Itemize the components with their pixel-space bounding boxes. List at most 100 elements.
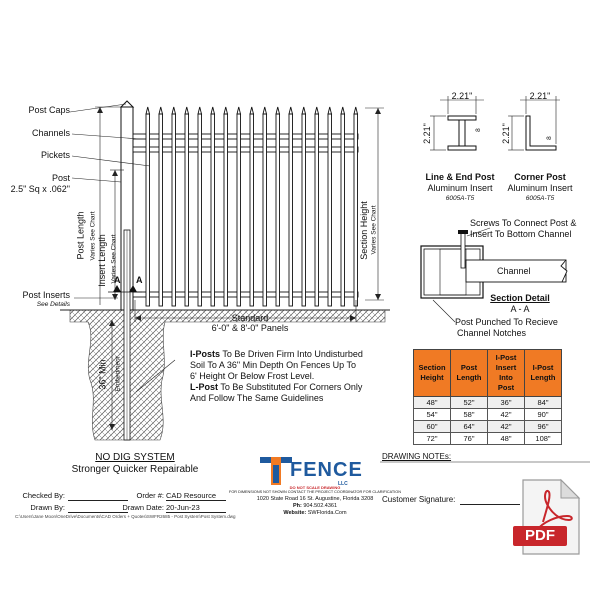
file-path: C:\Users\Jane Moon\OneDrive\Documents\CA… (15, 514, 236, 519)
screws-note: Screws To Connect Post & Insert To Botto… (470, 218, 577, 239)
pdf-download-icon[interactable]: PDF (513, 478, 585, 556)
picket (275, 113, 280, 307)
channel-label: Channel (497, 266, 531, 276)
checked-by-label: Checked By: (22, 491, 65, 500)
dim-ipost-height: 2.21" (421, 123, 432, 144)
drawn-date-label: Drawn Date: (122, 503, 164, 512)
picket-point (223, 106, 229, 115)
picket-point (184, 106, 190, 115)
table-row: 60"64"42"96" (413, 420, 562, 433)
label-post-size: 2.5" Sq x .062" (10, 184, 70, 194)
picket-point (314, 106, 320, 115)
picket (327, 113, 332, 307)
logo-llc: LLC (338, 481, 348, 487)
corner-post-title: Corner Post (514, 172, 566, 182)
picket (249, 113, 254, 307)
label-post-length: Post Length (75, 211, 86, 260)
label-cut-a-right: A (136, 275, 143, 285)
chart-header-ipost-length: I-Post Length (524, 349, 562, 397)
picket-point (353, 106, 359, 115)
picket (340, 113, 345, 307)
section-detail-title: Section Detail (490, 293, 550, 303)
picket-point (327, 106, 333, 115)
picket-point (288, 106, 294, 115)
table-row: 54"58"42"90" (413, 408, 562, 421)
dim-ipost-width: 2.21" (451, 91, 473, 101)
label-post: Post (51, 173, 70, 183)
picket (301, 113, 306, 307)
label-insert-length: Insert Length (96, 234, 107, 287)
picket-point (262, 106, 268, 115)
pickets (145, 106, 359, 307)
picket-point (249, 106, 255, 115)
label-embed: 36" Min (97, 359, 108, 390)
drawing-notes-label: DRAWING NOTEs: (382, 452, 452, 461)
logo-mark-icon (260, 457, 292, 485)
disclaimer: DO NOT SCALE DRAWING (289, 485, 341, 490)
picket (288, 113, 293, 307)
picket (197, 113, 202, 307)
picket-point (145, 106, 151, 115)
label-post-caps: Post Caps (28, 105, 70, 115)
label-section-height-sub: Varies See Chart (370, 205, 378, 255)
dim-corner-small: 8 (545, 136, 553, 140)
picket-point (210, 106, 216, 115)
picket (236, 113, 241, 307)
drawn-by-label: Drawn By: (30, 503, 65, 512)
post-length-chart: Section Height Post Length I-Post Insert… (413, 349, 562, 445)
picket (210, 113, 215, 307)
channel-mid (132, 146, 359, 153)
ground-hatch (69, 309, 386, 441)
dim-ipost-small: 8 (474, 128, 482, 132)
company-phone: Ph: 904.502.4361 (292, 503, 338, 509)
corner-post-alloy: 6005A-T5 (525, 195, 555, 202)
channel-top (132, 133, 359, 140)
picket (171, 113, 176, 307)
company-logo: FENCE LLC (258, 453, 362, 489)
picket (184, 113, 189, 307)
picket (353, 113, 358, 307)
installation-notes: I-Posts To Be Driven Firm Into Undisturb… (190, 349, 363, 403)
line-end-post-title: Line & End Post (425, 172, 495, 182)
company-website: Website: SWFlorida.Com (283, 510, 347, 516)
system-title: NO DIG SYSTEM (95, 452, 175, 463)
customer-signature-label: Customer Signature: (382, 495, 456, 504)
company-address: 1020 State Road 16 St. Augustine, Florid… (256, 496, 374, 502)
picket-point (301, 106, 307, 115)
table-row: 48"52"36"84" (413, 396, 562, 409)
order-value: CAD Resource (166, 491, 217, 500)
section-detail-subtitle: A - A (510, 304, 530, 314)
line-end-post-sub: Aluminum Insert (427, 183, 493, 193)
picket-point (275, 106, 281, 115)
corner-post-sub: Aluminum Insert (507, 183, 573, 193)
picket-point (197, 106, 203, 115)
drawn-date-value: 20-Jun-23 (166, 503, 200, 512)
logo-name: FENCE (290, 459, 363, 481)
section-detail-drawing (420, 227, 568, 323)
label-see-details: See Details (36, 301, 70, 308)
line-end-post-alloy: 6005A-T5 (445, 195, 475, 202)
picket (314, 113, 319, 307)
picket-point (236, 106, 242, 115)
label-embed-sub: Embedment (114, 356, 122, 392)
label-panels: 6'-0" & 8'-0" Panels (211, 323, 289, 333)
chart-header-post-length: Post Length (450, 349, 488, 397)
channel-bottom (132, 291, 359, 298)
picket (223, 113, 228, 307)
picket-point (158, 106, 164, 115)
label-post-inserts: Post Inserts (22, 290, 70, 300)
pdf-label: PDF (513, 526, 567, 546)
label-section-height: Section Height (358, 201, 369, 260)
dim-corner-height: 2.21" (500, 123, 511, 144)
label-pickets: Pickets (40, 150, 70, 160)
picket (262, 113, 267, 307)
order-label: Order #: (136, 491, 164, 500)
disclaimer-2: FOR DIMENSIONS NOT SHOWN CONTACT THE PRO… (229, 490, 401, 494)
picket (145, 113, 150, 307)
table-row: 72"76"48"108" (413, 432, 562, 445)
corner-post-profile (508, 96, 560, 151)
dim-corner-width: 2.21" (529, 91, 551, 101)
picket-point (171, 106, 177, 115)
label-standard: Standard (231, 313, 269, 323)
